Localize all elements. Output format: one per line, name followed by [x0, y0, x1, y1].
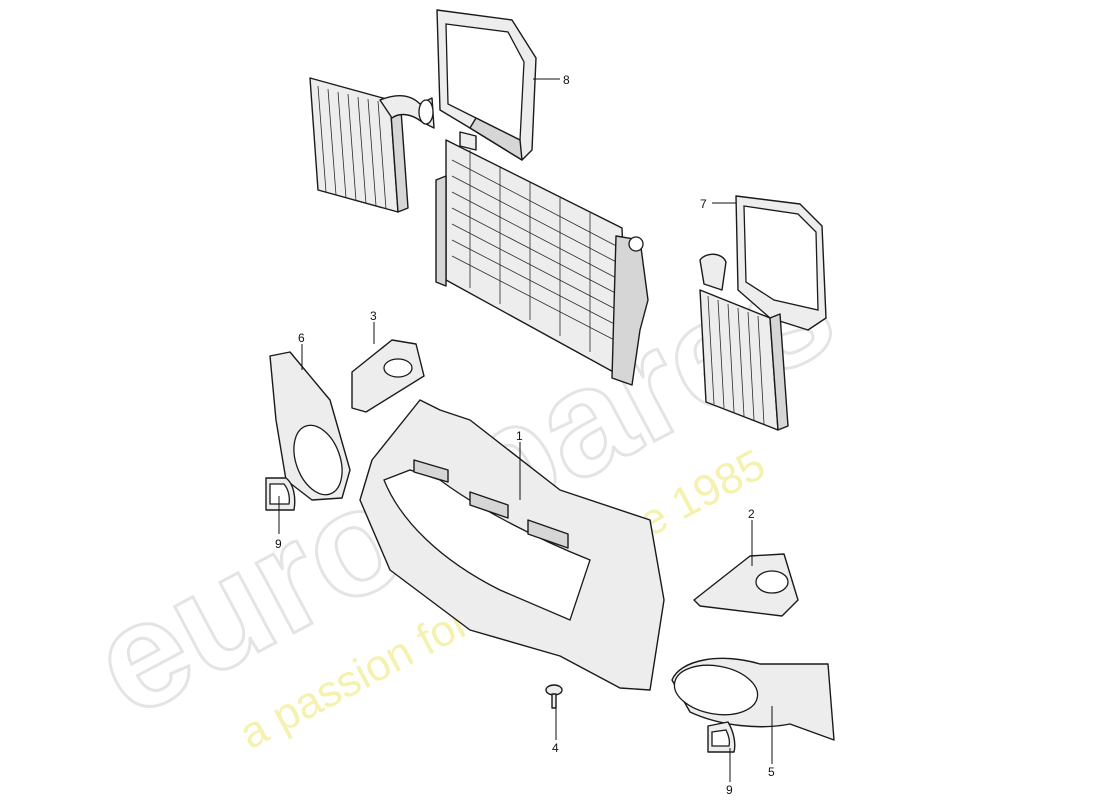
- air-duct-right-part[interactable]: [670, 657, 835, 741]
- callout-7: 7: [700, 197, 707, 211]
- radiator-right-part[interactable]: [699, 253, 789, 431]
- radiator-left-part[interactable]: [309, 77, 435, 213]
- callout-5: 5: [768, 765, 775, 779]
- callout-4: 4: [552, 741, 559, 755]
- air-duct-housing-part[interactable]: [359, 399, 665, 691]
- callout-2: 2: [748, 507, 755, 521]
- callout-9-right: 9: [726, 783, 733, 797]
- air-guide-left-part[interactable]: [351, 339, 425, 413]
- callout-3: 3: [370, 309, 377, 323]
- callout-labels: 8 7 3 6 1 9 2 4 5 9: [275, 73, 775, 797]
- leader-lines: [278, 78, 773, 782]
- frame-right-part[interactable]: [735, 195, 827, 331]
- frame-left-part[interactable]: [436, 9, 537, 161]
- callout-8: 8: [563, 73, 570, 87]
- callout-9-left: 9: [275, 537, 282, 551]
- main-radiator-part[interactable]: [435, 131, 649, 386]
- seal-left-part[interactable]: [265, 477, 296, 511]
- screw-part[interactable]: [545, 684, 563, 709]
- air-duct-left-part[interactable]: [269, 351, 351, 501]
- seal-right-part[interactable]: [707, 721, 736, 753]
- callout-6: 6: [298, 331, 305, 345]
- callout-1: 1: [516, 429, 523, 443]
- air-guide-right-part[interactable]: [693, 553, 799, 617]
